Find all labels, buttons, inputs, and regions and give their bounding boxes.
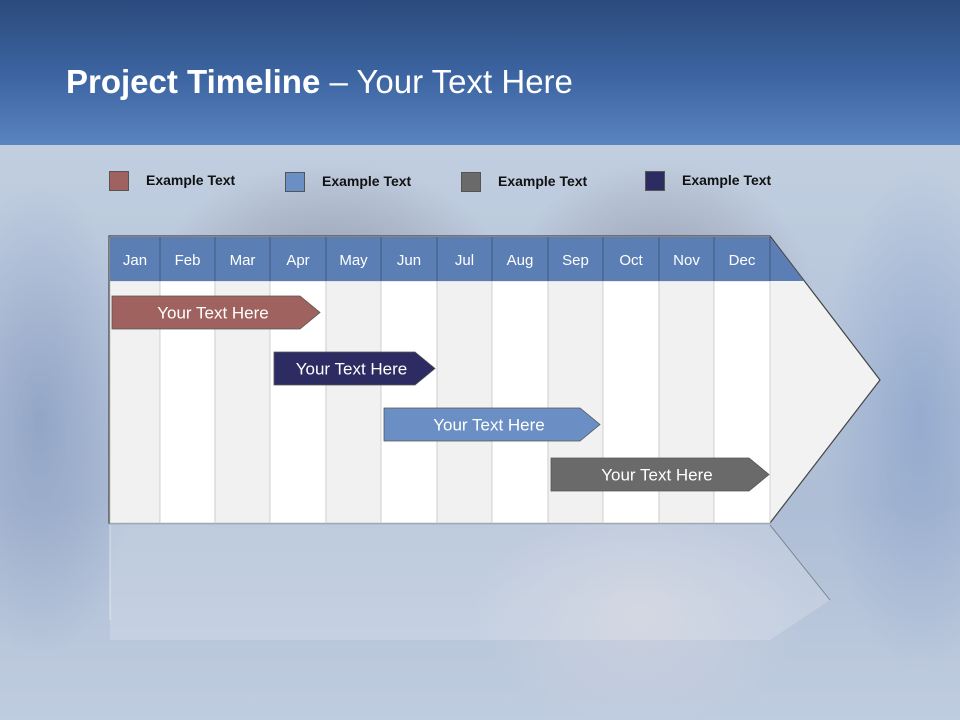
month-strip-bg [110, 237, 804, 281]
legend-label: Example Text [682, 172, 772, 188]
month-column [436, 280, 493, 524]
month-label: Jun [397, 252, 421, 269]
month-label: Aug [507, 252, 534, 269]
task-bar-label: Your Text Here [296, 360, 408, 379]
title-rest: – Your Text Here [320, 63, 573, 100]
month-label: Jul [455, 252, 474, 269]
month-column [325, 280, 382, 524]
month-header-strip: Jan Feb Mar Apr May Jun Jul Aug Sep Oct Nov Dec [110, 237, 804, 281]
task-bar [273, 351, 436, 386]
title-bold: Project Timeline [66, 63, 321, 100]
month-label: Nov [673, 252, 700, 269]
slide-title: Project Timeline – Your Text Here [66, 60, 573, 104]
month-label: Oct [619, 252, 643, 269]
legend-label: Example Text [498, 173, 588, 189]
month-label: Feb [175, 252, 201, 269]
task-bar [111, 295, 321, 330]
task-bar [550, 457, 770, 492]
title-banner: Project Timeline – Your Text Here [0, 0, 960, 145]
month-column [380, 280, 438, 524]
legend-swatch [109, 171, 129, 191]
month-column [491, 280, 549, 524]
task-bar-label: Your Text Here [601, 466, 713, 485]
month-label: Jan [123, 252, 147, 269]
month-label: Mar [230, 252, 256, 269]
month-label: Dec [729, 252, 756, 269]
arrow-reflection [110, 525, 830, 640]
month-label: May [339, 252, 368, 269]
legend-swatch [285, 172, 305, 192]
task-bar [383, 407, 601, 442]
month-label: Apr [286, 252, 309, 269]
task-bar-label: Your Text Here [433, 416, 545, 435]
legend-swatch [461, 172, 481, 192]
month-label: Sep [562, 252, 589, 269]
task-bar-label: Your Text Here [157, 304, 269, 323]
legend-label: Example Text [322, 173, 412, 189]
reflection-edge [769, 524, 831, 601]
legend-swatch [645, 171, 665, 191]
legend-label: Example Text [146, 172, 236, 188]
